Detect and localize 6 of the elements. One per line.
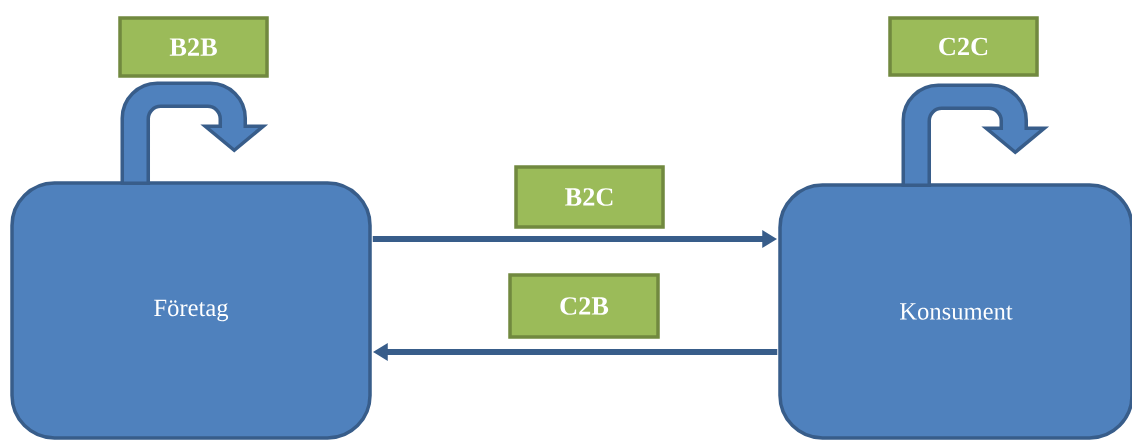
label-box: C2B [508, 273, 660, 339]
process-box: Konsument [778, 183, 1132, 440]
label-box: B2B [118, 16, 269, 78]
label-box: B2C [514, 165, 665, 229]
label-box: C2C [888, 16, 1039, 77]
process-box: Företag [10, 181, 372, 440]
